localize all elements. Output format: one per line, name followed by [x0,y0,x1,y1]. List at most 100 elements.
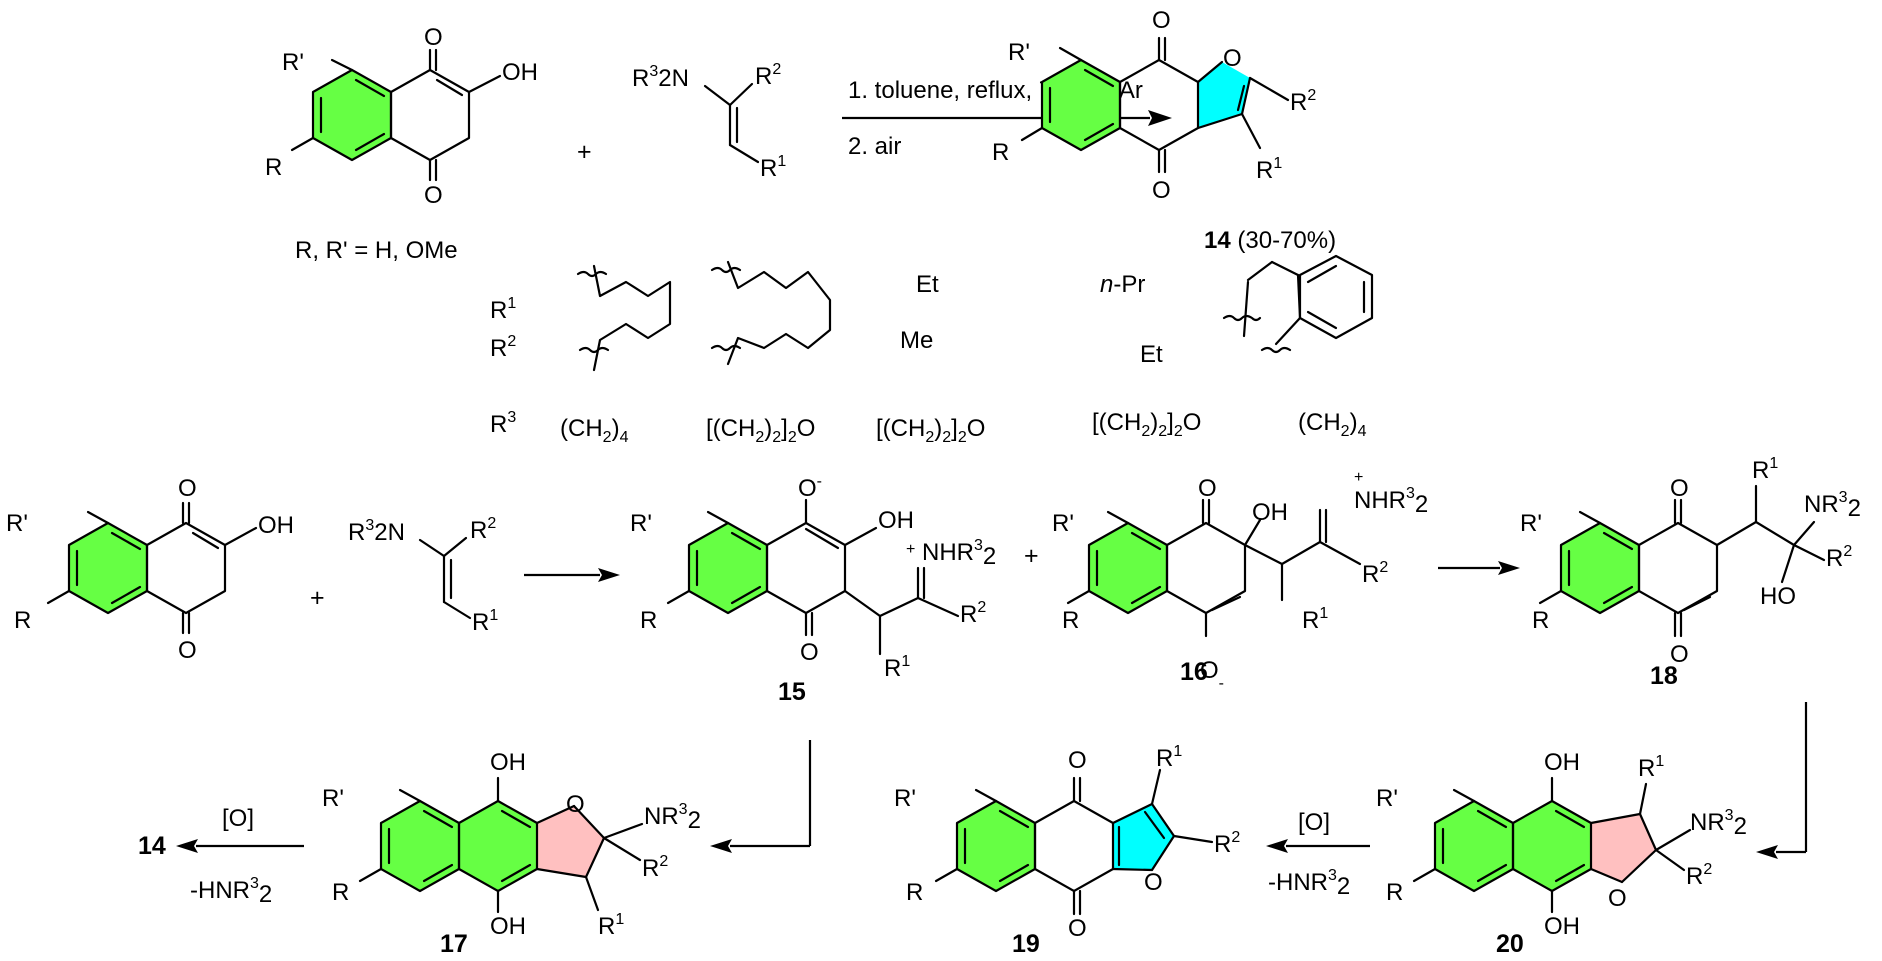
plus-sign-mech: + [310,584,325,612]
table-r3-col2: [(CH2)2]2O [706,415,815,446]
arrow-17-to-14 [176,839,304,853]
conditions-step-2: 2. air [848,133,901,160]
c15-r1: R1 [884,653,910,682]
compound-19-label: 19 [1012,930,1040,958]
plus-sign-top: + [577,138,592,166]
compound-18-label: 18 [1650,662,1678,690]
c20-r2: R2 [1686,861,1712,890]
compound-16-structure [1066,498,1362,638]
table-col1-ring [576,264,672,372]
c19-o-bottom: O [1068,915,1087,942]
enamine-r2-label: R2 [755,61,781,90]
c17-r-prime: R' [322,785,344,812]
c18-o-bottom: O [1670,641,1689,668]
compound-15-label: 15 [778,678,806,706]
substituent-note: R, R' = H, OMe [295,237,458,264]
c18-nr3: NR32 [1804,489,1861,522]
p14-r1-label: R1 [1256,155,1282,184]
enamine-r1-label: R1 [760,153,786,182]
reactant-enamine-mech [418,536,472,620]
c16-r-prime: R' [1052,510,1074,537]
mech-reactant-r: R [14,607,31,634]
c17-oh-bottom: OH [490,913,526,940]
atom-r-prime: R' [282,49,304,76]
mech-enamine-r2: R2 [470,515,496,544]
compound-17-structure [358,776,644,914]
c15-r: R [640,607,657,634]
compound-17-label: 17 [440,930,468,958]
c16-oh: OH [1252,499,1288,526]
atom-r: R [265,154,282,181]
table-col3-r1: Et [916,271,939,298]
mech-reactant-r-prime: R' [6,510,28,537]
plus-sign-15-16: + [1024,542,1039,570]
c18-r-prime: R' [1520,510,1542,537]
reactant-naphthoquinone-top [290,48,502,182]
atom-o-top: O [424,24,443,51]
table-col5-indane [1222,254,1374,354]
product-14-structure [1020,36,1290,174]
c17-r: R [332,879,349,906]
compound-18-structure [1538,484,1826,638]
table-r3-col3: [(CH2)2]2O [876,415,985,446]
mech-enamine-r1: R1 [472,607,498,636]
table-col2-ring [710,260,832,366]
c16-r1: R1 [1302,605,1328,634]
c20-r: R [1386,879,1403,906]
table-col3-r2: Me [900,327,933,354]
mech-reactant-o-bottom: O [178,637,197,664]
c20-oh-bottom: OH [1544,913,1580,940]
mech-enamine-nr3: R32N [348,517,405,546]
p14-furan-o: O [1223,45,1242,72]
c15-oh: OH [878,507,914,534]
table-r3-col4: [(CH2)2]2O [1092,409,1201,440]
arrow-18-to-20 [1756,702,1808,859]
p14-r: R [992,139,1009,166]
c15-r2: R2 [960,599,986,628]
c16-r2: R2 [1362,559,1388,588]
row-label-r2: R2 [490,333,516,362]
mech-reactant-o-top: O [178,475,197,502]
c18-r1: R1 [1752,455,1778,484]
mech-reactant-oh: OH [258,512,294,539]
c15-o-bottom: O [800,639,819,666]
atom-oh: OH [502,59,538,86]
oxidant-left: [O] [222,805,254,832]
compound-15-structure [666,498,960,656]
compound-19-structure [934,768,1214,916]
c16-iminium: +NHR32 [1354,469,1428,518]
c20-oh-top: OH [1544,749,1580,776]
c18-r2: R2 [1826,543,1852,572]
c15-r-prime: R' [630,510,652,537]
c19-r2: R2 [1214,829,1240,858]
byproduct-left: -HNR32 [190,875,272,908]
c19-furan-o: O [1144,869,1163,896]
c17-r2: R2 [642,853,668,882]
table-col4-r2: Et [1140,341,1163,368]
c18-ho: HO [1760,583,1796,610]
compound-20-structure [1412,776,1692,914]
arrow-to-18 [1438,561,1520,575]
p14-label: 14 (30-70%) [1204,227,1336,254]
reactant-naphthoquinone-mech [46,501,258,635]
c16-o-top: O [1198,475,1217,502]
p14-o-bottom: O [1152,177,1171,204]
oxidant-right: [O] [1298,809,1330,836]
c19-r1: R1 [1156,743,1182,772]
c17-oh-top: OH [490,749,526,776]
c20-r1: R1 [1638,753,1664,782]
row-label-r3: R3 [490,409,516,438]
enamine-nr3-label: R32N [632,63,689,92]
c17-nr3: NR32 [644,801,701,834]
arrow-15-to-17 [710,740,812,853]
p14-r2-label: R2 [1290,87,1316,116]
compound-16-label: 16 [1180,658,1208,686]
byproduct-right: -HNR32 [1268,867,1350,900]
c17-ring-o: O [566,791,585,818]
table-r3-col5: (CH2)4 [1298,409,1367,440]
row-label-r1: R1 [490,295,516,324]
reactant-enamine-top [703,82,760,164]
c18-r: R [1532,607,1549,634]
